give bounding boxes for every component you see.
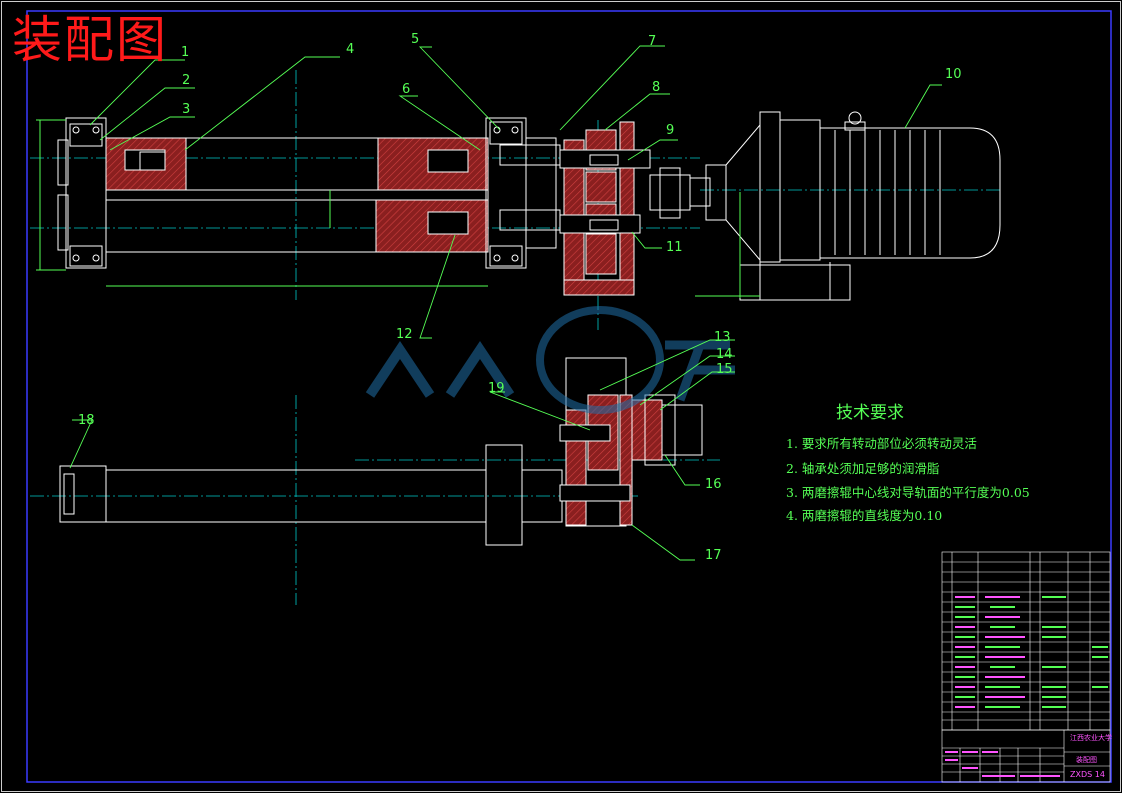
bottom-roller [59, 444, 563, 546]
parts-list-entries [955, 596, 1108, 708]
callout-15: 15 [716, 362, 733, 377]
title-block-drawing-code: ZXDS 14 [1070, 770, 1105, 779]
parts-list-table [941, 551, 1111, 731]
gearbox-section [559, 121, 651, 296]
callout-10: 10 [945, 67, 962, 82]
lower-roller-section [105, 190, 489, 287]
leader-lines [69, 45, 942, 561]
callout-4: 4 [346, 42, 355, 57]
drawing-title: 装配图 [12, 11, 168, 69]
callout-1: 1 [181, 45, 190, 60]
callout-7: 7 [648, 34, 657, 49]
callout-17: 17 [705, 548, 722, 563]
callout-6: 6 [402, 82, 411, 97]
title-block-school: 江西农业大学 [1070, 734, 1112, 742]
upper-roller-section [105, 137, 489, 201]
watermark [365, 306, 735, 414]
requirement-item: 2. 轴承处须加足够的润滑脂 [786, 461, 940, 476]
callout-11: 11 [666, 240, 683, 255]
callout-19: 19 [488, 381, 505, 396]
bottom-gearbox-section [559, 357, 703, 527]
callout-3: 3 [182, 102, 191, 117]
mid-bearing-block [485, 117, 561, 269]
callout-16: 16 [705, 477, 722, 492]
requirement-item: 3. 两磨擦辊中心线对导轨面的平行度为0.05 [786, 485, 1030, 500]
title-block-drawing-name: 装配图 [1076, 756, 1097, 764]
callout-14: 14 [716, 347, 733, 362]
callout-9: 9 [666, 123, 675, 138]
callout-8: 8 [652, 80, 661, 95]
callout-12: 12 [396, 327, 413, 342]
callout-5: 5 [411, 32, 420, 47]
requirement-item: 4. 两磨擦辊的直线度为0.10 [786, 508, 943, 523]
electric-motor [695, 111, 1001, 301]
callout-2: 2 [182, 73, 191, 88]
inner-frame [26, 10, 1112, 783]
coupling-top [649, 164, 727, 221]
requirements-title: 技术要求 [836, 403, 904, 423]
title-block-marks [945, 751, 1060, 777]
left-bearing-block-top [36, 117, 107, 271]
callout-13: 13 [714, 330, 731, 345]
callout-18: 18 [78, 413, 95, 428]
requirement-item: 1. 要求所有转动部位必须转动灵活 [786, 436, 977, 451]
